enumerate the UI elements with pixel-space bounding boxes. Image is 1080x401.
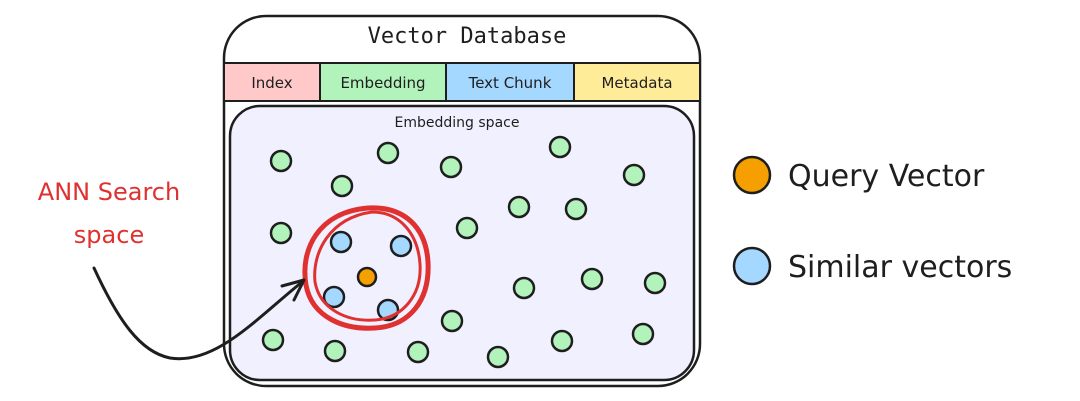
embedding-point: [512, 276, 536, 300]
similar-vectors-legend-icon: [732, 246, 772, 286]
embedding-point: [564, 197, 588, 221]
column-index-cell: [223, 62, 321, 102]
embedding-point: [330, 174, 354, 198]
embedding-point: [507, 195, 531, 219]
column-metadata-label: Metadata: [601, 74, 672, 92]
legend-similar-vectors-label: Similar vectors: [788, 250, 1012, 285]
embedding-point: [323, 339, 347, 363]
column-text-chunk-label: Text Chunk: [468, 74, 552, 92]
similar-vector-point: [389, 234, 413, 258]
embedding-point: [622, 163, 646, 187]
embedding-point: [261, 328, 285, 352]
embedding-point: [550, 329, 574, 353]
similar-vector-point: [329, 230, 353, 254]
arrowhead-icon: [280, 278, 306, 302]
column-header-row: Index Embedding Text Chunk Metadata: [223, 62, 701, 102]
embedding-point: [440, 309, 464, 333]
column-text-chunk-cell: [445, 62, 575, 102]
embedding-space: [228, 104, 696, 382]
similar-vector-point: [322, 285, 346, 309]
annotation-line-2: space: [74, 221, 144, 249]
embedding-point: [631, 322, 655, 346]
embedding-point: [439, 155, 463, 179]
database-title: Vector Database: [368, 24, 567, 49]
column-embedding-label: Embedding: [340, 74, 425, 92]
embedding-space-label: Embedding space: [395, 115, 520, 131]
embedding-point: [269, 149, 293, 173]
query-vector-legend-icon: [732, 155, 772, 195]
column-embedding-cell: [319, 62, 447, 102]
embedding-point: [269, 221, 293, 245]
embedding-point: [455, 216, 479, 240]
embedding-point: [486, 345, 510, 369]
annotation-arrow: [92, 266, 304, 361]
ann-search-ring: [302, 205, 431, 331]
embedding-point: [406, 340, 430, 364]
legend-query-vector-label: Query Vector: [788, 159, 985, 194]
query-vector-point: [356, 266, 378, 288]
embedding-point: [643, 271, 667, 295]
embedding-point: [580, 267, 604, 291]
column-metadata-cell: [573, 62, 701, 102]
embedding-points: [261, 135, 667, 369]
column-index-label: Index: [251, 74, 292, 92]
embedding-point: [548, 135, 572, 159]
embedding-point: [376, 141, 400, 165]
ann-search-ring-inner-stroke: [313, 210, 422, 322]
annotation-line-1: ANN Search: [38, 178, 180, 206]
